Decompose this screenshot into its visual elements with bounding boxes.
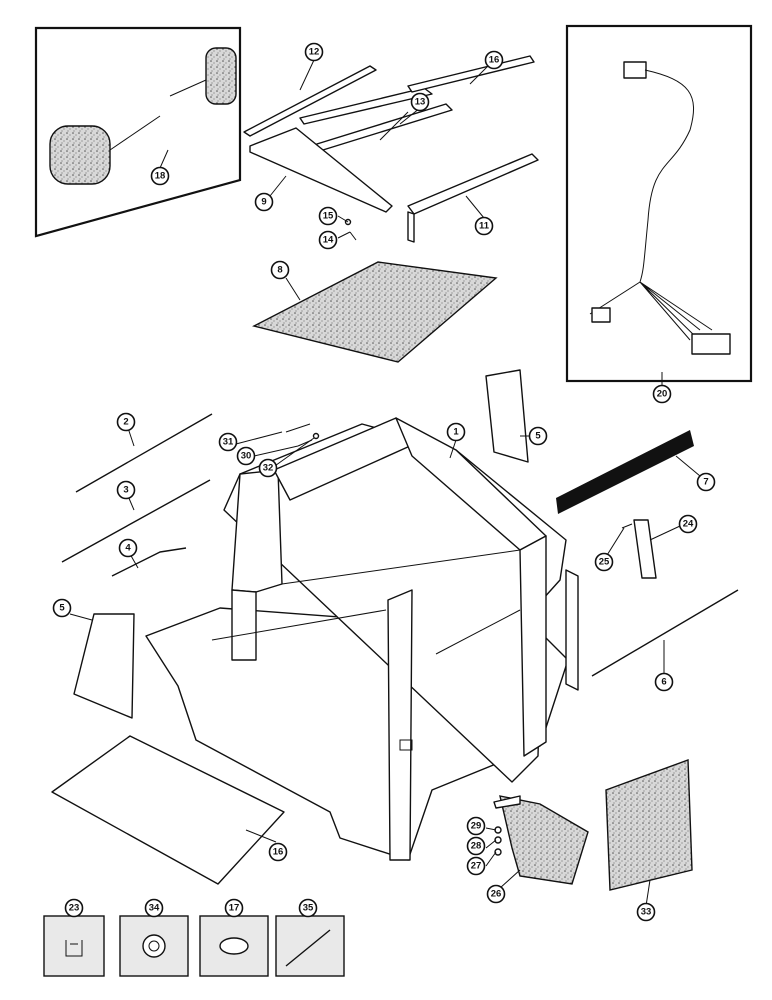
svg-text:16: 16 <box>273 847 284 858</box>
callout-25: 25 <box>594 552 614 572</box>
inset-wiring-harness <box>565 24 753 383</box>
side-window-right <box>485 369 529 463</box>
svg-text:28: 28 <box>471 841 482 852</box>
svg-text:17: 17 <box>229 903 240 914</box>
callout-17: 17 <box>224 898 244 918</box>
svg-text:26: 26 <box>491 889 502 900</box>
icon-box-34 <box>119 915 189 977</box>
svg-text:7: 7 <box>703 477 708 488</box>
svg-text:14: 14 <box>323 235 334 246</box>
svg-text:4: 4 <box>125 543 131 554</box>
callout-9: 9 <box>254 192 274 212</box>
svg-text:2: 2 <box>123 417 128 428</box>
svg-text:9: 9 <box>261 197 266 208</box>
svg-text:27: 27 <box>471 861 482 872</box>
callout-30: 30 <box>236 446 256 466</box>
headliner-panel <box>252 261 498 363</box>
svg-text:12: 12 <box>309 47 320 58</box>
callout-26: 26 <box>486 884 506 904</box>
bracket-24 <box>621 519 657 579</box>
inset-work-lamps <box>34 26 242 238</box>
svg-text:1: 1 <box>453 427 459 438</box>
callout-8: 8 <box>270 260 290 280</box>
seal-strip-6 <box>591 589 739 677</box>
callout-33: 33 <box>636 902 656 922</box>
icon-box-17 <box>199 915 269 977</box>
cab-frame <box>145 417 579 861</box>
icon-box-23 <box>43 915 105 977</box>
svg-text:32: 32 <box>263 463 274 474</box>
step-hardware <box>494 826 502 856</box>
callout-7: 7 <box>696 472 716 492</box>
callout-27: 27 <box>466 856 486 876</box>
svg-text:18: 18 <box>155 171 166 182</box>
callout-18b: 16 <box>484 50 504 70</box>
callout-31: 31 <box>218 432 238 452</box>
side-panel <box>605 759 693 891</box>
svg-text:31: 31 <box>223 437 234 448</box>
svg-text:8: 8 <box>277 265 282 276</box>
callout-2: 2 <box>116 412 136 432</box>
callout-23: 23 <box>64 898 84 918</box>
svg-text:30: 30 <box>241 451 252 462</box>
svg-text:35: 35 <box>303 903 314 914</box>
callout-18a: 18 <box>150 166 170 186</box>
icon-box-35 <box>275 915 345 977</box>
callout-20: 20 <box>652 384 672 404</box>
svg-text:5: 5 <box>59 603 65 614</box>
svg-text:20: 20 <box>657 389 668 400</box>
svg-text:23: 23 <box>69 903 80 914</box>
svg-text:16: 16 <box>489 55 500 66</box>
callout-29: 29 <box>466 816 486 836</box>
svg-text:34: 34 <box>149 903 160 914</box>
callout-35: 35 <box>298 898 318 918</box>
screw-hardware <box>344 218 357 241</box>
svg-text:24: 24 <box>683 519 694 530</box>
svg-text:5: 5 <box>535 431 541 442</box>
side-window-left <box>73 613 135 719</box>
svg-text:33: 33 <box>641 907 652 918</box>
callout-28: 28 <box>466 836 486 856</box>
callout-6: 6 <box>654 672 674 692</box>
svg-text:6: 6 <box>661 677 666 688</box>
svg-text:29: 29 <box>471 821 482 832</box>
seal-strip-black <box>556 430 694 514</box>
svg-text:13: 13 <box>415 97 426 108</box>
step-assembly <box>493 795 589 885</box>
svg-text:15: 15 <box>323 211 334 222</box>
svg-text:3: 3 <box>123 485 128 496</box>
callout-32: 32 <box>258 458 278 478</box>
work-lamp-right <box>169 47 237 105</box>
svg-text:11: 11 <box>479 221 490 232</box>
callout-14: 14 <box>318 230 338 250</box>
callout-3: 3 <box>116 480 136 500</box>
callout-34: 34 <box>144 898 164 918</box>
callout-1: 1 <box>446 422 466 442</box>
callout-13: 13 <box>410 92 430 112</box>
callout-11: 11 <box>474 216 494 236</box>
work-lamp-left <box>49 115 161 185</box>
callout-24: 24 <box>678 514 698 534</box>
roof-frame-members <box>243 55 539 243</box>
leader-lines <box>69 59 701 907</box>
callout-5-left: 5 <box>52 598 72 618</box>
weather-strips <box>61 413 213 577</box>
floor-mat <box>51 735 285 885</box>
roof-hardware <box>285 423 320 447</box>
callout-4: 4 <box>118 538 138 558</box>
svg-text:25: 25 <box>599 557 610 568</box>
callout-12: 12 <box>304 42 324 62</box>
callout-15: 15 <box>318 206 338 226</box>
callout-5-right: 5 <box>528 426 548 446</box>
callout-16: 16 <box>268 842 288 862</box>
